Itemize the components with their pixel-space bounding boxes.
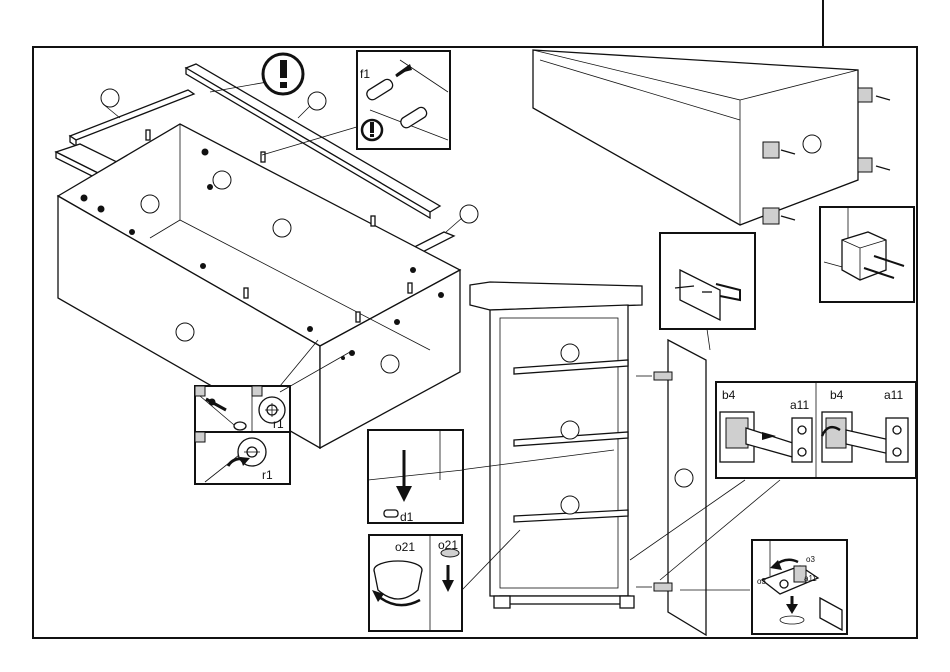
part-marker (460, 205, 478, 223)
part-label-r1-bottom: r1 (262, 468, 273, 482)
part-label-b4-left: b4 (722, 388, 736, 402)
dowel-detail-panel: f1 (357, 51, 450, 149)
part-label-b4-right: b4 (830, 388, 844, 402)
part-label-o3-a: o3 (806, 555, 815, 564)
shelving-unit (460, 282, 642, 608)
part-label-o21-right: o21 (438, 538, 458, 552)
part-marker (141, 195, 159, 213)
top-cabinet-view (533, 50, 890, 225)
hinge-adjust-detail-panel: o3 o3 a11 (752, 540, 847, 634)
part-marker (213, 171, 231, 189)
part-label-f1: f1 (360, 67, 370, 81)
handle-detail-panel (660, 233, 755, 350)
part-label-a11-small: a11 (804, 574, 817, 583)
part-marker (308, 92, 326, 110)
bracket-detail-panel (820, 207, 914, 302)
part-marker (273, 219, 291, 237)
exclamation-icon (263, 54, 303, 94)
glide-detail-panel: o21 o21 (369, 535, 462, 631)
shelf-pin-detail-panel: d1 (368, 430, 463, 524)
part-label-a11-left: a11 (790, 398, 809, 412)
part-label-r1-top: r1 (273, 417, 284, 431)
part-label-a11-right: a11 (884, 388, 903, 402)
part-marker (381, 355, 399, 373)
part-label-o21-left: o21 (395, 540, 415, 554)
part-marker (176, 323, 194, 341)
part-label-d1: d1 (400, 510, 414, 524)
part-label-o3-b: o3 (757, 577, 766, 586)
hinge-detail-panel: b4 a11 b4 a11 (716, 382, 916, 478)
